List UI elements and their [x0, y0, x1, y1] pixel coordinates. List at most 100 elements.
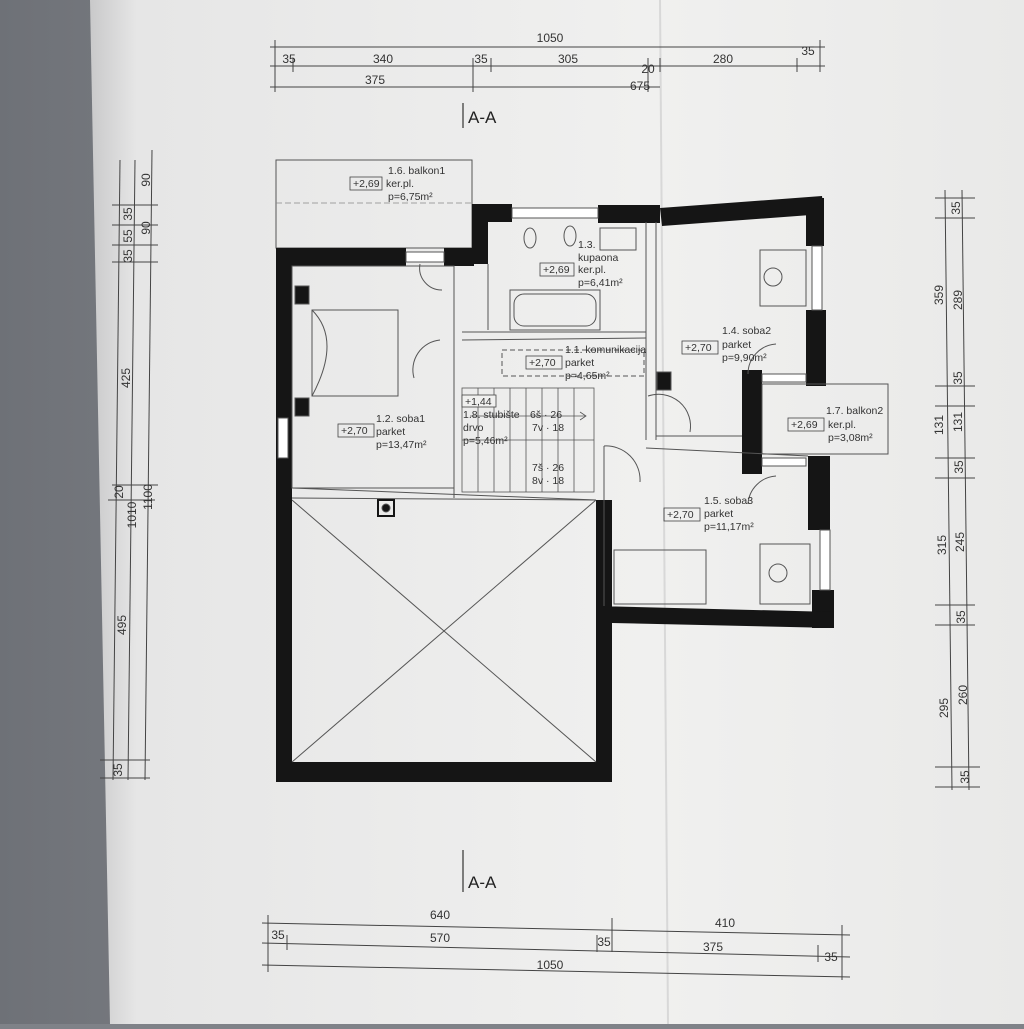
- stair-note-4: 8v · 18: [532, 475, 564, 487]
- room-soba1-area: p=13,47m²: [376, 439, 427, 451]
- room-komunikacija-area: p=4,65m²: [565, 370, 610, 382]
- top-dim-6: 280: [713, 52, 733, 66]
- stair-note-1: 6š · 26: [530, 409, 562, 421]
- top-dim-8: 375: [365, 73, 385, 87]
- top-dim-7: 35: [801, 44, 815, 58]
- room-balkon2-level: +2,69: [791, 419, 818, 431]
- room-balkon1-level: +2,69: [353, 178, 380, 190]
- right-dim-295: 295: [937, 698, 951, 718]
- right-dim-359: 359: [932, 285, 946, 305]
- room-kupaona-name: 1.3.: [578, 239, 596, 251]
- room-komunikacija-name: 1.1. komunikacija: [565, 344, 646, 356]
- top-dim-2: 340: [373, 52, 393, 66]
- room-soba1-name: 1.2. soba1: [376, 413, 425, 425]
- left-dimension-lines: [100, 149, 158, 781]
- bottom-dim-410: 410: [715, 916, 735, 930]
- left-dim-35a: 35: [121, 207, 135, 221]
- bottom-dim-35b: 35: [597, 935, 611, 949]
- top-dim-4: 305: [558, 52, 578, 66]
- floor-plan: [275, 159, 889, 782]
- room-soba2-floor: parket: [722, 339, 751, 351]
- top-dim-1: 35: [282, 52, 296, 66]
- room-soba2-area: p=9,90m²: [722, 352, 767, 364]
- right-dim-289: 289: [951, 290, 965, 310]
- room-soba3-level: +2,70: [667, 509, 694, 521]
- room-kupaona-level: +2,69: [543, 264, 570, 276]
- left-dim-total: 1100: [141, 484, 155, 510]
- room-soba1-level-box: [337, 423, 375, 438]
- right-dim-245: 245: [953, 532, 967, 552]
- left-dim-35c: 35: [111, 763, 125, 777]
- room-balkon2-level-box: [787, 417, 825, 432]
- right-dim-35e: 35: [958, 770, 972, 784]
- right-dim-35a: 35: [949, 201, 963, 215]
- room-kupaona-floor: ker.pl.: [578, 264, 606, 276]
- room-soba3-name: 1.5. soba3: [704, 495, 753, 507]
- room-kupaona-name2: kupaona: [578, 252, 618, 264]
- left-dim-90a: 90: [139, 173, 153, 187]
- room-kupaona-level-box: [539, 262, 575, 277]
- room-soba1-floor: parket: [376, 426, 405, 438]
- paper-sheet: [90, 0, 1024, 1024]
- bottom-dim-375: 375: [703, 940, 723, 954]
- left-dim-1010: 1010: [125, 501, 139, 528]
- top-dim-3: 35: [474, 52, 488, 66]
- room-stubiste-level: +1,44: [465, 396, 492, 408]
- room-balkon1-floor: ker.pl.: [386, 178, 414, 190]
- stair-note-3: 7š · 26: [532, 462, 564, 474]
- room-soba2-level: +2,70: [685, 342, 712, 354]
- room-stubiste-floor: drvo: [463, 422, 484, 434]
- right-dim-35c: 35: [952, 460, 966, 474]
- room-balkon1-area: p=6,75m²: [388, 191, 433, 203]
- right-dimension-lines: [935, 189, 980, 791]
- top-dim-5: 20: [641, 62, 655, 76]
- interior-walls: [291, 222, 889, 606]
- right-dim-35d: 35: [954, 610, 968, 624]
- bottom-dim-total: 1050: [537, 958, 564, 972]
- room-balkon2-area: p=3,08m²: [828, 432, 873, 444]
- room-stubiste-level-box: [461, 394, 497, 408]
- right-dim-260: 260: [956, 685, 970, 705]
- section-mark-bottom: A-A: [468, 873, 497, 892]
- room-stubiste-name: 1.8. stubište: [463, 409, 520, 421]
- right-dim-131a: 131: [932, 415, 946, 435]
- room-soba3-level-box: [663, 507, 701, 522]
- right-dim-131b: 131: [951, 412, 965, 432]
- bottom-dim-640: 640: [430, 908, 450, 922]
- section-mark-top: A-A: [468, 108, 497, 127]
- right-dim-35b: 35: [951, 371, 965, 385]
- stair-note-2: 7v · 18: [532, 422, 564, 434]
- room-soba2-name: 1.4. soba2: [722, 325, 771, 337]
- room-komunikacija-level-box: [525, 355, 563, 370]
- left-dim-90b: 90: [139, 221, 153, 235]
- void-cross: [291, 499, 597, 763]
- room-komunikacija-floor: parket: [565, 357, 594, 369]
- room-soba3-area: p=11,17m²: [704, 521, 754, 533]
- room-balkon2-name: 1.7. balkon2: [826, 405, 883, 417]
- room-soba1-level: +2,70: [341, 425, 368, 437]
- left-dim-425: 425: [119, 368, 133, 388]
- bottom-dim-35a: 35: [271, 928, 285, 942]
- top-dim-total: 1050: [537, 31, 564, 45]
- room-stubiste-area: p=5,46m²: [463, 435, 508, 447]
- bottom-dim-35c: 35: [824, 950, 838, 964]
- furniture: [294, 225, 811, 605]
- windows: [277, 207, 831, 591]
- top-dimension-lines: [270, 40, 825, 92]
- room-balkon1-level-box: [349, 176, 383, 191]
- walls: [276, 196, 834, 782]
- bottom-dim-570: 570: [430, 931, 450, 945]
- room-soba3-floor: parket: [704, 508, 733, 520]
- left-dim-20: 20: [112, 485, 126, 499]
- left-dim-35b: 35: [121, 249, 135, 263]
- bottom-dimension-lines: [261, 915, 851, 980]
- left-dim-495: 495: [115, 615, 129, 635]
- room-balkon2-floor: ker.pl.: [828, 419, 856, 431]
- room-balkon1-name: 1.6. balkon1: [388, 165, 445, 177]
- left-dim-55: 55: [121, 229, 135, 243]
- top-dim-9: 675: [630, 79, 650, 93]
- right-dim-315: 315: [935, 535, 949, 555]
- room-komunikacija-level: +2,70: [529, 357, 556, 369]
